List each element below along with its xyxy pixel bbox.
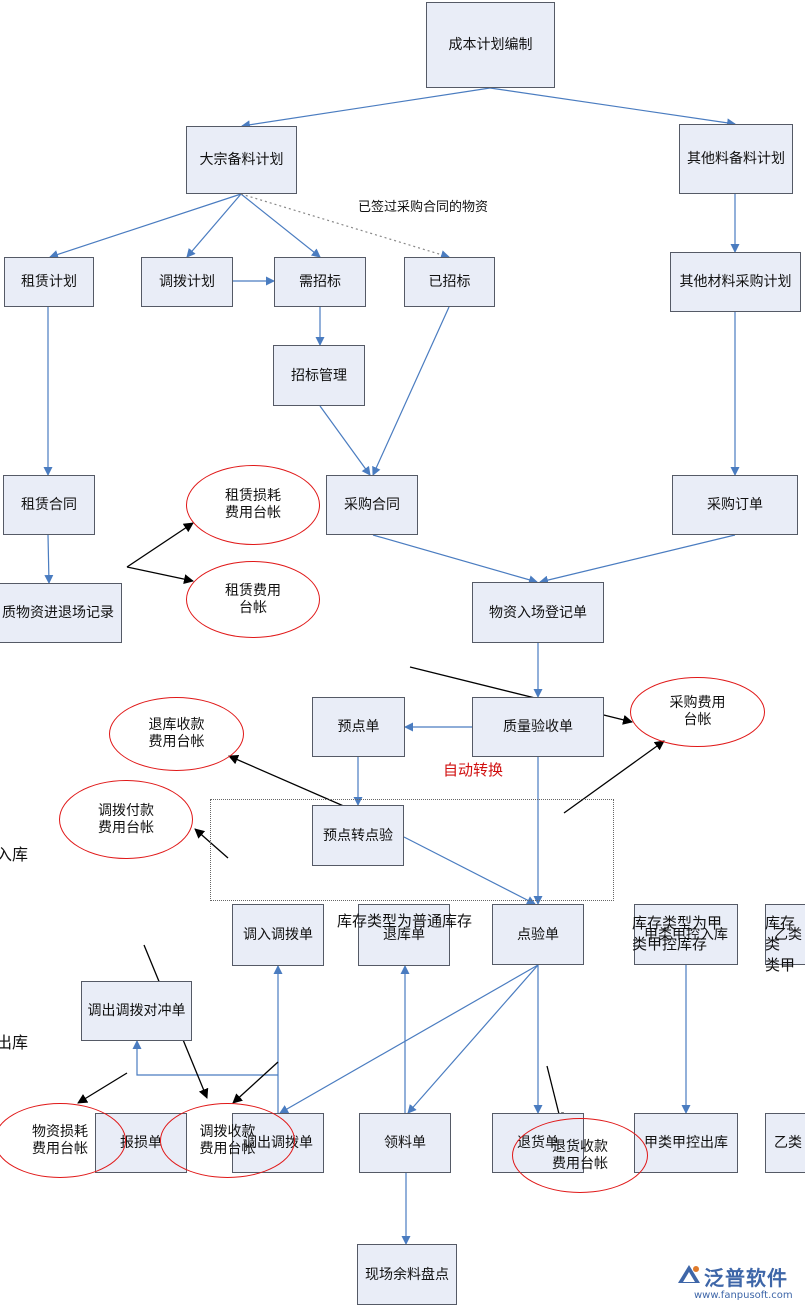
box-tendered[interactable]: 已招标 (404, 257, 495, 307)
black-arrow-transfer-pay (194, 828, 229, 859)
black-arrow-transfer-receipt-2 (232, 1061, 279, 1104)
arrow-convert-to-check (403, 836, 536, 905)
label-stock-type-b: 库存类 类甲 (765, 914, 796, 974)
arrow-contract-to-entry (372, 534, 538, 585)
box-site-inventory[interactable]: 现场余料盘点 (357, 1244, 457, 1305)
arrow-order-to-entry (539, 534, 736, 585)
auto-convert-region (210, 799, 614, 901)
label-signed-contract: 已签过采购合同的物资 (358, 200, 489, 215)
box-a-control-out[interactable]: 甲类甲控出库 (634, 1113, 738, 1173)
arrow-out-to-offset (132, 1040, 278, 1076)
arrow-mgmt-to-contract (319, 405, 371, 476)
fanpu-logo: 泛普软件 www.fanpusoft.com (676, 1262, 804, 1306)
box-transfer-in[interactable]: 调入调拨单 (232, 904, 324, 966)
label-auto-convert: 自动转换 (443, 761, 504, 779)
box-other-plan[interactable]: 其他料备料计划 (679, 124, 793, 194)
box-entry-register[interactable]: 物资入场登记单 (472, 582, 604, 643)
box-lease-record[interactable]: 质物资进退场记录 (0, 583, 122, 643)
box-other-purchase-plan[interactable]: 其他材料采购计划 (670, 252, 801, 312)
oval-lease-fee: 租赁费用 台帐 (186, 561, 320, 638)
black-arrow-return-goods (546, 1065, 564, 1123)
arrow-bulk-to-need-tender (240, 193, 321, 258)
box-purchase-contract[interactable]: 采购合同 (326, 475, 418, 535)
label-stock-type-a: 库存类型为甲 类甲控库存 (632, 914, 723, 953)
label-stock-type-normal: 库存类型为普通库存 (337, 912, 473, 930)
oval-lease-loss: 租赁损耗 费用台帐 (186, 465, 320, 545)
box-pre-check[interactable]: 预点单 (312, 697, 405, 757)
logo-url-text: www.fanpusoft.com (694, 1290, 793, 1301)
box-requisition[interactable]: 领料单 (359, 1113, 451, 1173)
arrow-cost-to-other (489, 87, 736, 128)
oval-purchase-fee: 采购费用 台帐 (630, 677, 765, 747)
oval-transfer-receipt: 调拨收款 费用台帐 (160, 1103, 295, 1178)
box-transfer-plan[interactable]: 调拨计划 (141, 257, 233, 307)
oval-return-receipt: 退库收款 费用台帐 (109, 697, 244, 771)
box-tender-mgmt[interactable]: 招标管理 (273, 345, 365, 406)
box-cost-plan[interactable]: 成本计划编制 (426, 2, 555, 88)
oval-material-loss: 物资损耗 费用台帐 (0, 1103, 126, 1178)
arrow-check-to-out (279, 964, 539, 1114)
arrow-cost-to-bulk (241, 87, 491, 130)
logo-brand-text: 泛普软件 (704, 1266, 788, 1290)
fanpu-logo-icon (678, 1265, 700, 1283)
arrow-bulk-to-transfer (186, 193, 242, 258)
arrow-lease-contract-to-record (44, 534, 54, 584)
box-b-control-out[interactable]: 乙类 (765, 1113, 805, 1173)
box-transfer-out-offset[interactable]: 调出调拨对冲单 (81, 981, 192, 1041)
box-return-stock[interactable]: 退库单 (358, 904, 450, 966)
black-arrow-lease-loss (126, 522, 194, 568)
side-label-in: 入库 (0, 845, 29, 864)
box-need-tender[interactable]: 需招标 (274, 257, 366, 307)
box-purchase-order[interactable]: 采购订单 (672, 475, 798, 535)
arrow-tendered-to-contract (372, 306, 450, 476)
box-a-control-in[interactable]: 甲类甲控入库 (634, 904, 738, 965)
box-check-order[interactable]: 点验单 (492, 904, 584, 965)
box-b-control-in[interactable]: 乙类 (765, 904, 805, 965)
black-arrow-purchase-fee-2 (563, 740, 665, 814)
box-bulk-plan[interactable]: 大宗备料计划 (186, 126, 297, 194)
box-quality-check[interactable]: 质量验收单 (472, 697, 604, 757)
arrow-check-to-req (407, 964, 539, 1114)
black-arrow-material-loss (77, 1072, 128, 1104)
oval-return-goods-receipt: 退货收款 费用台帐 (512, 1118, 648, 1193)
black-arrow-lease-fee (126, 566, 194, 585)
box-lease-plan[interactable]: 租赁计划 (4, 257, 94, 307)
oval-transfer-pay: 调拨付款 费用台帐 (59, 780, 193, 859)
arrow-bulk-to-tendered (240, 193, 450, 259)
arrow-bulk-to-lease (49, 193, 242, 259)
side-label-out: 出库 (0, 1033, 29, 1052)
box-lease-contract[interactable]: 租赁合同 (3, 475, 95, 535)
box-pre-to-check[interactable]: 预点转点验 (312, 805, 404, 866)
